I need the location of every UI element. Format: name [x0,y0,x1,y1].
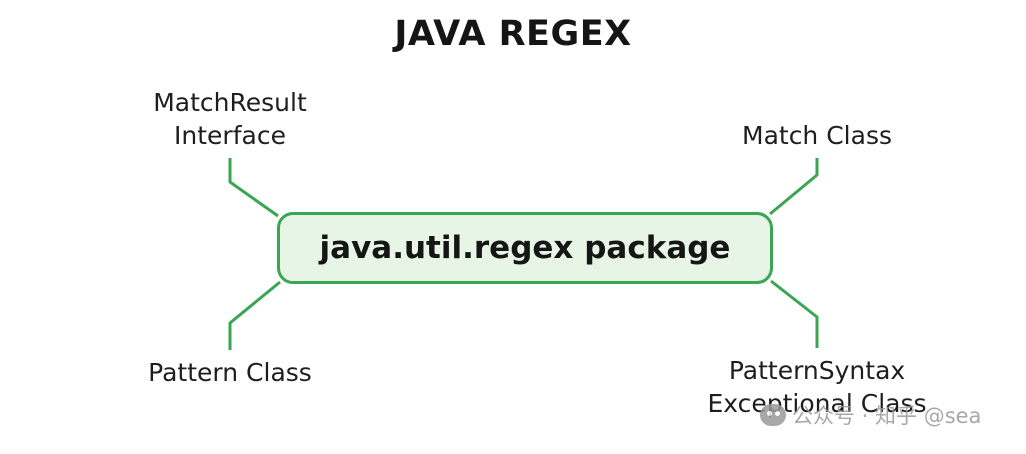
connector-bottom-left [228,280,281,350]
node-pattern-class: Pattern Class [125,356,335,389]
center-package-box: java.util.regex package [277,212,773,284]
node-matchresult-line2: Interface [174,121,286,150]
watermark: 公众号 · 知乎 @sea [760,400,981,430]
connector-top-left [228,158,279,218]
connector-bottom-right [770,279,819,348]
node-matchresult-line1: MatchResult [153,88,307,117]
center-package-label: java.util.regex package [319,230,731,266]
wechat-icon [760,404,786,426]
node-match-class-label: Match Class [742,121,892,150]
node-match-class: Match Class [717,119,917,152]
diagram-title: JAVA REGEX [394,14,632,54]
node-pattern-class-label: Pattern Class [148,358,312,387]
node-matchresult-interface: MatchResult Interface [130,86,330,152]
watermark-text: 公众号 · 知乎 @sea [792,404,982,428]
node-patternsyntax-line1: PatternSyntax [728,356,906,385]
node-patternsyntax-line2: Exceptional Class [707,389,927,418]
connector-top-right [769,158,819,216]
node-patternsyntax-exception: PatternSyntax Exceptional Class [682,354,952,420]
